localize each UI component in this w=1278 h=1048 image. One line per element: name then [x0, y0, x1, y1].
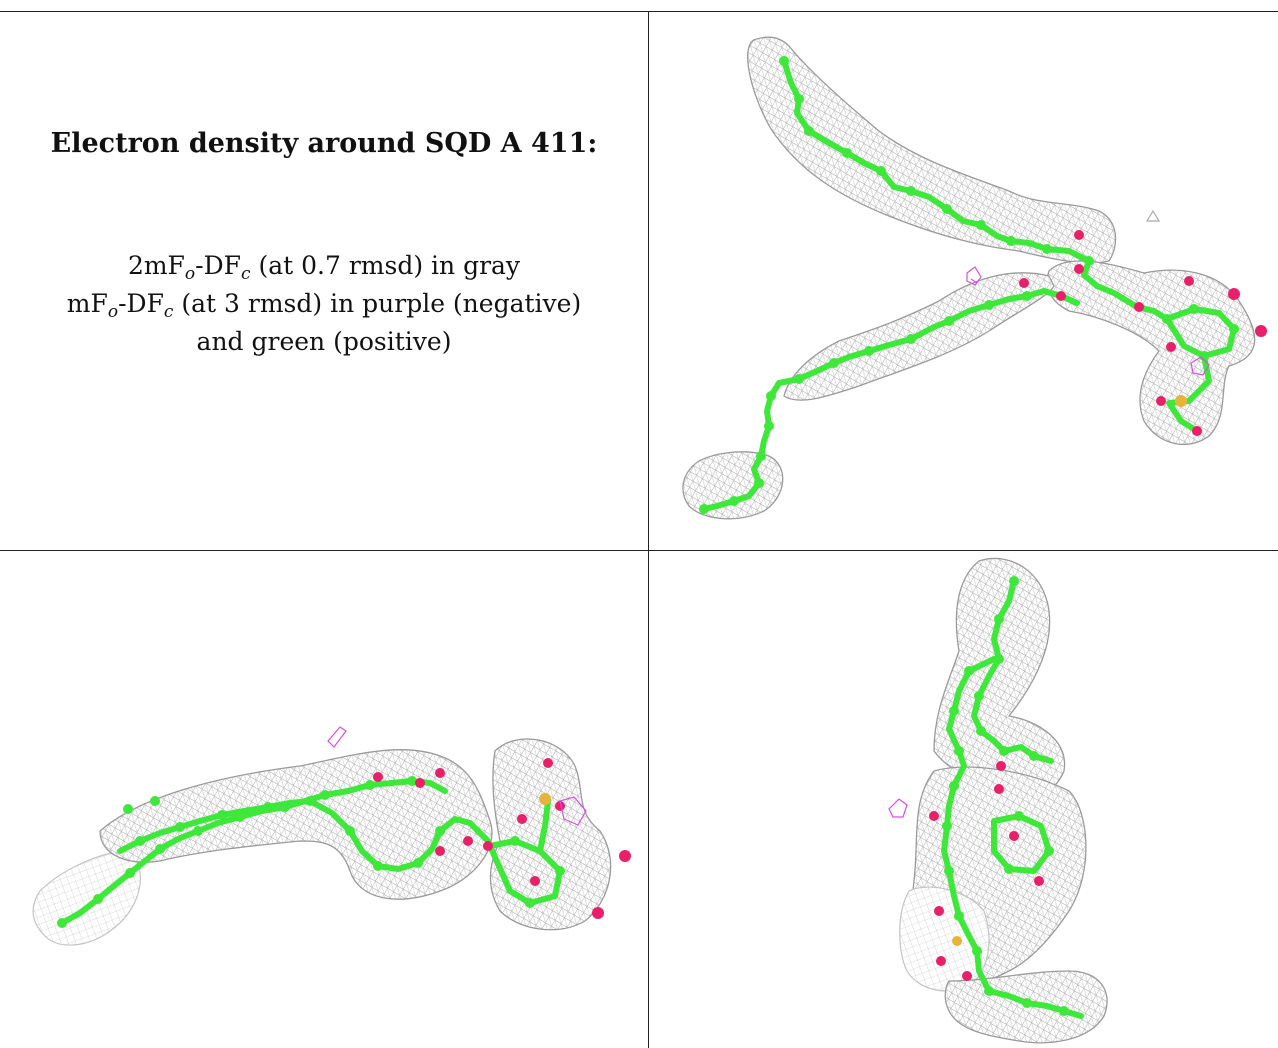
caption-line-2: mFo-DFc (at 3 rmsd) in purple (negative) [66, 289, 582, 322]
density-mesh-head [1046, 260, 1256, 446]
density-mesh-tail-upper [747, 36, 1117, 264]
carbon-atoms-2 [57, 776, 565, 928]
density-mesh-tail-end [682, 451, 784, 520]
figure-grid: Electron density around SQD A 411: 2mFo-… [0, 11, 1278, 1048]
carbon-atoms-3 [942, 576, 1069, 1016]
caption-text: 2mFo-DFc (at 0.7 rmsd) in gray mFo-DFc (… [0, 247, 648, 361]
acyl-chain-b [117, 798, 491, 872]
negative-density-blob-5 [888, 798, 908, 818]
caption-title: Electron density around SQD A 411: [50, 128, 598, 159]
grid-center-divider [648, 11, 649, 1048]
grid-middle-border [0, 550, 1278, 551]
oxygen-atoms-3 [929, 761, 1044, 981]
sulfur-atom-1 [1175, 395, 1187, 407]
acyl-chain-2-end [701, 393, 774, 512]
negative-density-blob-2 [1190, 356, 1210, 376]
oxygen-atoms-1 [1019, 230, 1267, 436]
density-view-top-right [649, 11, 1278, 550]
caption-cell: Electron density around SQD A 411: 2mFo-… [0, 11, 648, 550]
caption-line-3: and green (positive) [196, 327, 452, 356]
oxygen-atoms-2 [373, 758, 631, 919]
density-view-bottom-right [649, 551, 1278, 1048]
caption-line-1: 2mFo-DFc (at 0.7 rmsd) in gray [127, 251, 521, 284]
carbon-atoms-1 [699, 56, 1239, 514]
density-render-3 [888, 557, 1108, 1044]
density-mesh-tail-left [32, 850, 141, 946]
negative-density-blob-3 [327, 726, 347, 748]
negative-density-blob-1 [966, 266, 982, 286]
negative-density-blob-4 [559, 796, 587, 826]
density-render-2 [32, 726, 631, 946]
acyl-chain-1 [781, 58, 1170, 322]
density-mesh-faint [899, 886, 990, 992]
grid-top-border [0, 11, 1278, 12]
density-view-bottom-left [0, 551, 648, 1048]
gray-density-fragment [1145, 209, 1161, 222]
sulfur-atom-3 [952, 936, 962, 946]
density-render-1 [682, 36, 1267, 520]
density-mesh-head [489, 738, 612, 931]
sulfo-link [537, 798, 551, 854]
density-mesh-body [99, 749, 493, 900]
sulfur-atom-2 [539, 793, 551, 805]
